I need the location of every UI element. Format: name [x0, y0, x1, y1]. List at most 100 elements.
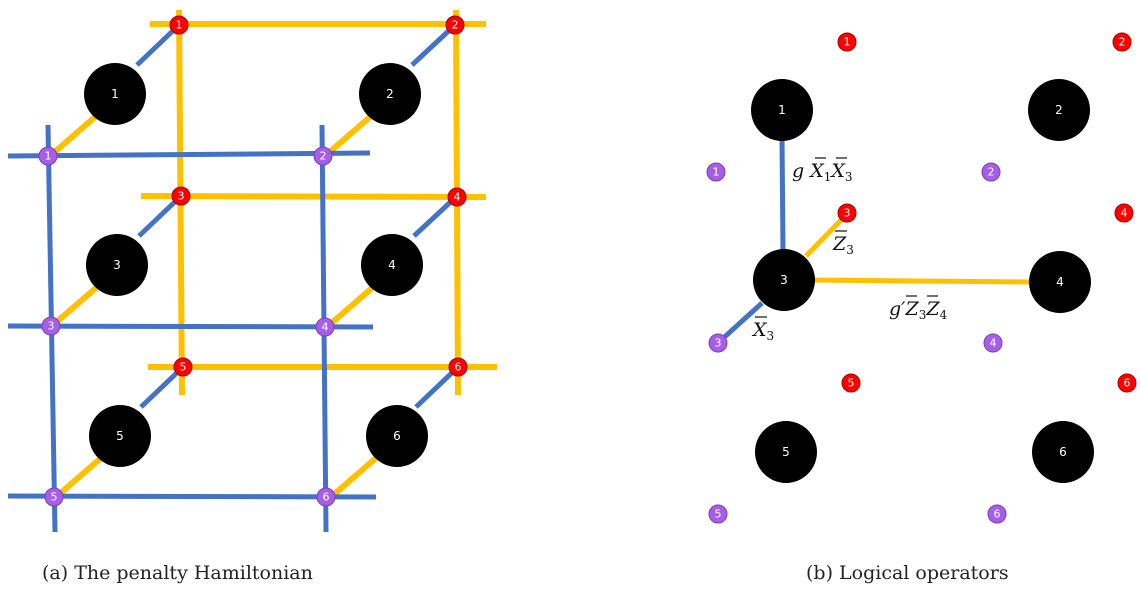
- qubit-label: 3: [844, 207, 851, 220]
- blue-diagonal: [410, 23, 457, 67]
- yellow-operator-edge: [811, 277, 1033, 285]
- plaquette: 1: [84, 63, 146, 125]
- yellow-diagonal: [323, 114, 372, 159]
- red-qubit: 2: [1112, 32, 1132, 52]
- plaquette-label: 5: [782, 445, 790, 459]
- yellow-diagonal: [48, 114, 97, 159]
- blue-lattice: [7, 23, 460, 533]
- panel-b: 1 2 3 4 5 6 1 2 3 4 5 6 1 2 3 4 5 6 g X1…: [706, 32, 1137, 524]
- panel-a: 1 2 3 4 5 6 1: [7, 9, 497, 533]
- plaquette: 5: [89, 405, 151, 467]
- plaquette: 2: [1028, 79, 1090, 141]
- red-qubit: 4: [447, 187, 467, 207]
- purple-qubit: 6: [987, 504, 1007, 524]
- plaquette-label: 5: [116, 429, 124, 443]
- plaquette: 4: [1029, 251, 1091, 313]
- red-qubit: 6: [1117, 373, 1137, 393]
- plaquette-label: 2: [386, 87, 394, 101]
- plaquettes-b: 1 2 3 4 5 6: [751, 79, 1094, 483]
- purple-qubit: 1: [706, 162, 726, 182]
- plaquette-label: 3: [113, 258, 121, 272]
- qubit-label: 4: [322, 321, 329, 334]
- red-qubit: 5: [173, 357, 193, 377]
- qubit-label: 6: [1124, 377, 1131, 390]
- op-Z: Z: [925, 298, 940, 320]
- qubit-label: 5: [715, 508, 722, 521]
- red-qubit: 3: [837, 203, 857, 223]
- plaquette: 4: [361, 234, 423, 296]
- plaquette-label: 4: [388, 258, 396, 272]
- op-sub: 3: [919, 308, 927, 322]
- red-qubits-b: 1 2 3 4 5 6: [837, 32, 1137, 393]
- op-X: X: [808, 160, 825, 182]
- op-sub: 4: [940, 308, 948, 322]
- op-sub: 3: [846, 243, 854, 257]
- purple-qubit: 4: [983, 333, 1003, 353]
- qubit-label: 4: [1121, 207, 1128, 220]
- purple-qubit: 6: [316, 487, 336, 507]
- purple-qubit: 5: [44, 487, 64, 507]
- qubit-label: 6: [323, 491, 330, 504]
- blue-edge: [7, 150, 371, 159]
- purple-qubit: 2: [313, 146, 333, 166]
- qubit-label: 1: [713, 166, 720, 179]
- op-sub: 1: [824, 170, 832, 184]
- purple-qubit: 5: [708, 504, 728, 524]
- op-gp: g′: [889, 298, 906, 320]
- operator-label-X3: X3: [751, 316, 774, 343]
- blue-diagonal: [135, 23, 181, 67]
- qubit-label: 6: [455, 361, 462, 374]
- qubit-label: 1: [844, 36, 851, 49]
- yellow-edge: [140, 193, 487, 200]
- qubit-label: 3: [48, 320, 55, 333]
- svg-text:g′Z3Z4: g′Z3Z4: [889, 298, 948, 322]
- purple-qubit: 3: [41, 316, 61, 336]
- qubit-label: 2: [1119, 36, 1126, 49]
- op-g: g: [792, 160, 810, 182]
- red-qubit: 3: [171, 186, 191, 206]
- plaquette: 6: [366, 405, 428, 467]
- qubit-label: 4: [454, 191, 461, 204]
- caption-panel-a: (a) The penalty Hamiltonian: [42, 562, 313, 584]
- purple-qubit: 4: [315, 317, 335, 337]
- qubit-label: 2: [452, 19, 459, 32]
- red-qubit: 6: [448, 357, 468, 377]
- yellow-diagonal: [54, 455, 103, 500]
- qubit-label: 3: [178, 190, 185, 203]
- purple-qubit: 2: [981, 162, 1001, 182]
- red-qubits-a: 1 2 3 4 5 6: [169, 15, 468, 377]
- yellow-diagonal: [325, 285, 374, 330]
- red-qubit: 4: [1114, 203, 1134, 223]
- plaquette: 2: [359, 63, 421, 125]
- qubit-label: 5: [848, 377, 855, 390]
- op-sub: 3: [767, 329, 775, 343]
- red-qubit: 1: [837, 32, 857, 52]
- caption-panel-b: (b) Logical operators: [806, 562, 1009, 584]
- blue-edge: [7, 493, 377, 500]
- operator-label-Z3: Z3: [832, 230, 854, 257]
- op-Z: Z: [832, 233, 847, 255]
- purple-qubits-a: 1 2 3 4 5 6: [38, 146, 336, 507]
- yellow-operator-edge: [804, 214, 847, 258]
- qubit-label: 2: [988, 166, 995, 179]
- plaquette-label: 3: [780, 273, 788, 287]
- plaquette-label: 1: [111, 87, 119, 101]
- svg-text:X3: X3: [751, 319, 774, 343]
- qubit-label: 1: [45, 150, 52, 163]
- blue-operator-edge: [779, 137, 786, 253]
- purple-qubit: 3: [708, 333, 728, 353]
- operator-label-gpZ3Z4: g′Z3Z4: [889, 295, 948, 322]
- op-sub: 3: [845, 170, 853, 184]
- plaquette: 6: [1032, 421, 1094, 483]
- qubit-label: 1: [176, 19, 183, 32]
- plaquette: 5: [755, 421, 817, 483]
- qubit-label: 3: [715, 337, 722, 350]
- yellow-diagonal: [50, 284, 99, 329]
- red-qubit: 1: [169, 15, 189, 35]
- plaquette-label: 2: [1055, 103, 1063, 117]
- blue-edge: [7, 323, 374, 330]
- yellow-diagonal: [329, 455, 378, 500]
- qubit-label: 5: [180, 361, 187, 374]
- qubit-label: 5: [51, 491, 58, 504]
- purple-qubits-b: 1 2 3 4 5 6: [706, 162, 1007, 524]
